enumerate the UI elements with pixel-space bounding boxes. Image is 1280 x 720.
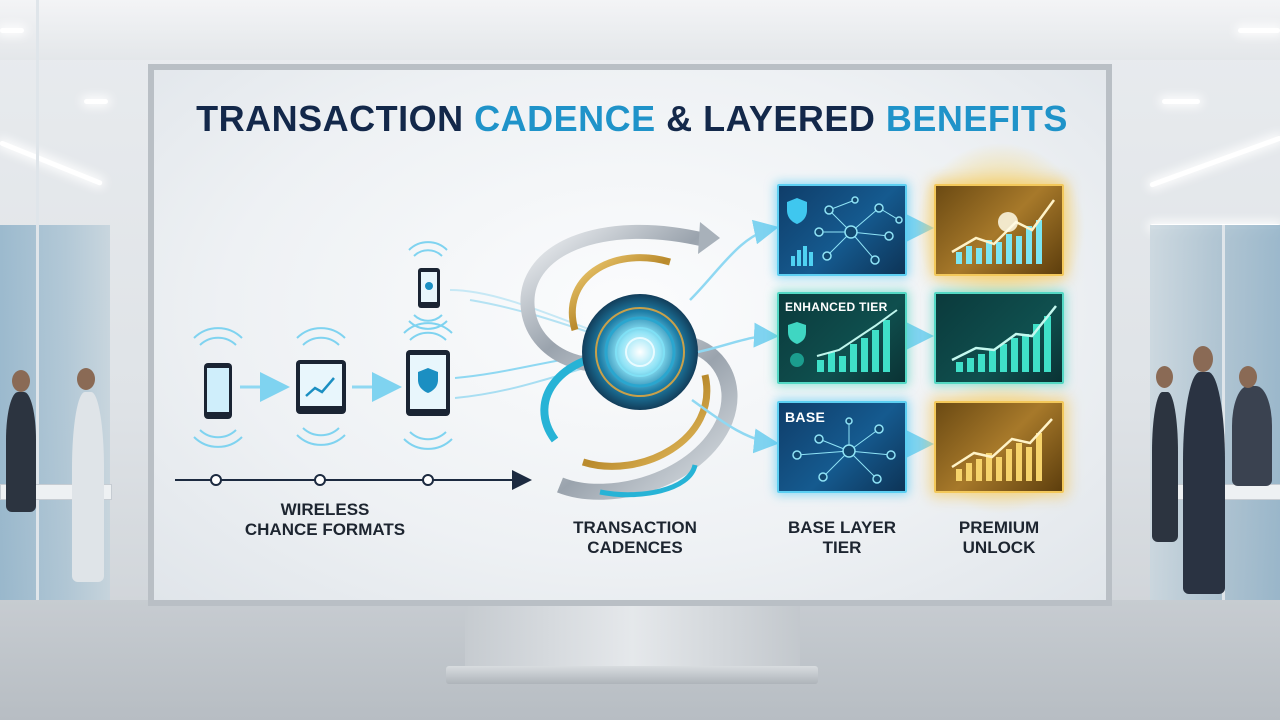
person-head bbox=[77, 368, 95, 390]
person-head bbox=[12, 370, 30, 392]
shield-icon bbox=[788, 322, 806, 344]
ceiling-light bbox=[84, 99, 108, 104]
bar-chart-icon bbox=[788, 309, 898, 372]
infographic-title: TRANSACTION CADENCE & LAYERED BENEFITS bbox=[0, 98, 1264, 140]
person-silhouette bbox=[6, 392, 36, 512]
title-part-1: TRANSACTION bbox=[196, 98, 475, 139]
window-mullion bbox=[1222, 225, 1225, 620]
person-silhouette bbox=[1152, 392, 1178, 542]
tier-panel-top bbox=[777, 184, 907, 276]
title-part-2: CADENCE bbox=[474, 98, 656, 139]
premium-panel-middle bbox=[934, 292, 1064, 384]
person-silhouette bbox=[1232, 386, 1272, 486]
monitor-stand bbox=[465, 606, 800, 668]
base-tier-label: BASE bbox=[785, 409, 826, 425]
person-head bbox=[1193, 346, 1213, 372]
label-premium-unlock: PREMIUM UNLOCK bbox=[958, 518, 1040, 557]
premium-panel-top bbox=[934, 184, 1064, 276]
bar-chart-icon bbox=[951, 305, 1057, 372]
premium-panel-bottom bbox=[934, 401, 1064, 493]
tier-panel-base: BASE bbox=[777, 401, 907, 493]
title-part-3: & LAYERED bbox=[655, 98, 886, 139]
tablet-trend-icon bbox=[296, 327, 346, 446]
tablet-shield-icon bbox=[403, 322, 453, 450]
enhanced-tier-label: ENHANCED TIER bbox=[785, 300, 888, 314]
benefit-flow-lines bbox=[689, 219, 779, 454]
person-silhouette bbox=[1183, 372, 1225, 594]
transaction-vortex bbox=[520, 222, 738, 500]
label-wireless-formats: WIRELESS CHANCE FORMATS bbox=[244, 500, 406, 539]
network-icon bbox=[787, 196, 903, 266]
monitor-stand-base bbox=[446, 666, 818, 684]
title-part-4: BENEFITS bbox=[885, 98, 1068, 139]
ceiling-light bbox=[1162, 99, 1200, 104]
smartphone-icon bbox=[193, 327, 243, 448]
ceiling bbox=[0, 0, 1280, 60]
shield-icon bbox=[787, 198, 807, 224]
ceiling-light bbox=[0, 28, 24, 33]
bar-chart-icon bbox=[791, 246, 813, 266]
bar-chart-icon bbox=[951, 199, 1056, 264]
phone-location-icon bbox=[408, 241, 448, 330]
person-silhouette bbox=[72, 392, 104, 582]
network-icon bbox=[792, 417, 896, 484]
label-transaction-cadences: TRANSACTION CADENCES bbox=[573, 518, 697, 557]
timeline bbox=[175, 470, 532, 490]
ceiling-light bbox=[1238, 28, 1280, 33]
label-base-layer-tier: BASE LAYER TIER bbox=[787, 518, 896, 557]
coin-icon bbox=[790, 353, 804, 367]
person-head bbox=[1156, 366, 1173, 388]
bar-chart-icon bbox=[951, 418, 1053, 481]
window-mullion bbox=[36, 0, 39, 620]
person-head bbox=[1239, 366, 1257, 388]
tier-panel-enhanced: ENHANCED TIER bbox=[777, 292, 907, 384]
